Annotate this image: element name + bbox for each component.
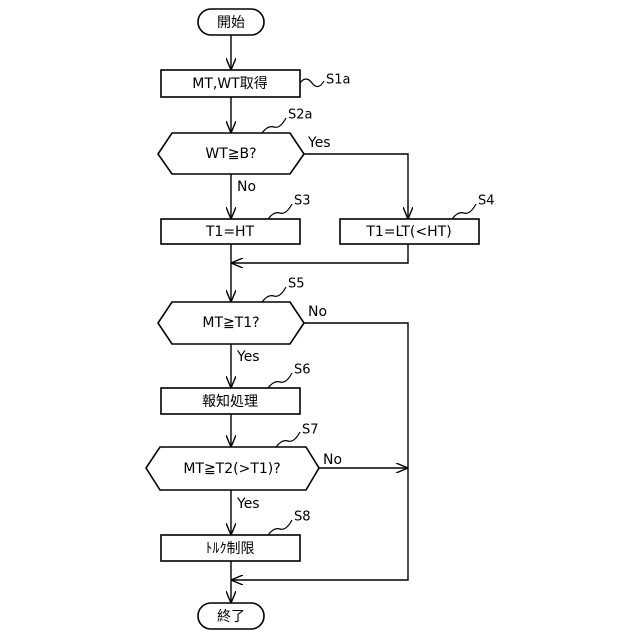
branch-s5-no: No	[308, 304, 327, 320]
leader-s7	[276, 432, 300, 447]
step-s6-label: 報知処理	[202, 393, 258, 410]
branch-s2a-no: No	[237, 179, 256, 195]
decision-s5-label: MT≧T1?	[202, 315, 259, 331]
start-label: 開始	[217, 15, 245, 31]
connector-s4-merge	[231, 244, 408, 263]
leader-s3	[268, 204, 292, 219]
branch-s5-yes: Yes	[236, 349, 260, 365]
step-s3-label: T1=HT	[205, 224, 255, 240]
decision-s2a-label: WT≧B?	[205, 146, 256, 162]
step-label-s1a: S1a	[326, 73, 351, 88]
connector-s2a-s4	[304, 154, 408, 219]
step-s8-label: ﾄﾙｸ制限	[206, 541, 255, 557]
leader-s4	[452, 204, 476, 219]
leader-s8	[268, 520, 292, 535]
step-label-s4: S4	[478, 194, 495, 209]
branch-s7-yes: Yes	[236, 496, 260, 512]
decision-s7-label: MT≧T2(>T1)?	[183, 461, 280, 477]
leader-s2a	[262, 118, 286, 133]
leader-s5	[262, 287, 286, 302]
step-label-s2a: S2a	[288, 108, 313, 123]
step-label-s6: S6	[294, 363, 311, 378]
step-s1a-label: MT,WT取得	[192, 75, 267, 92]
leader-s6	[268, 373, 292, 388]
step-label-s5: S5	[288, 277, 305, 292]
branch-s7-no: No	[323, 452, 342, 468]
step-s4-label: T1=LT(<HT)	[365, 224, 451, 240]
step-label-s8: S8	[294, 510, 311, 525]
step-label-s3: S3	[294, 194, 311, 209]
end-label: 終了	[217, 609, 245, 625]
leader-s1a	[300, 79, 324, 87]
step-label-s7: S7	[302, 423, 319, 438]
branch-s2a-yes: Yes	[307, 135, 331, 151]
